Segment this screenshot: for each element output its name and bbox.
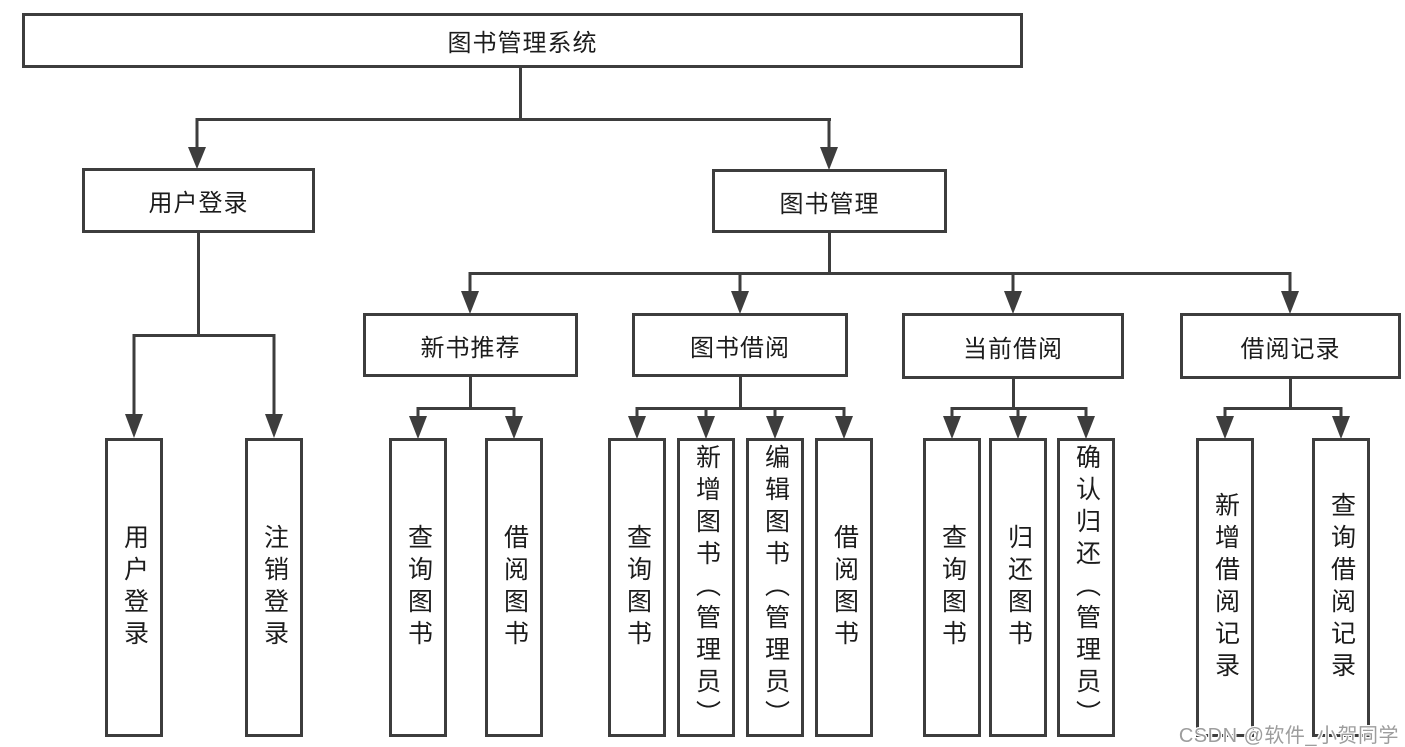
leaf-borrow-books-recommend: 借阅图书 <box>485 438 543 737</box>
leaf-confirm-return-admin: 确认归还（管理员） <box>1057 438 1115 737</box>
csdn-watermark: CSDN @软件_小贺同学 <box>1178 725 1399 747</box>
node-book-borrowing: 图书借阅 <box>632 313 848 377</box>
leaf-user-login: 用户登录 <box>105 438 163 737</box>
leaf-query-books-recommend: 查询图书 <box>389 438 447 737</box>
leaf-borrow-books-borrowing: 借阅图书 <box>815 438 873 737</box>
node-book-management: 图书管理 <box>712 169 947 233</box>
leaf-return-book: 归还图书 <box>989 438 1047 737</box>
node-new-book-recommend: 新书推荐 <box>363 313 578 377</box>
node-current-borrowing: 当前借阅 <box>902 313 1124 379</box>
leaf-add-book-admin: 新增图书（管理员） <box>677 438 735 737</box>
node-borrowing-records: 借阅记录 <box>1180 313 1401 379</box>
leaf-logout: 注销登录 <box>245 438 303 737</box>
leaf-edit-book-admin: 编辑图书（管理员） <box>746 438 804 737</box>
node-user-login: 用户登录 <box>82 168 315 233</box>
leaf-query-borrow-record: 查询借阅记录 <box>1312 438 1370 737</box>
leaf-query-books-borrowing: 查询图书 <box>608 438 666 737</box>
leaf-add-borrow-record: 新增借阅记录 <box>1196 438 1254 737</box>
node-library-system: 图书管理系统 <box>22 13 1023 68</box>
leaf-query-books-current: 查询图书 <box>923 438 981 737</box>
